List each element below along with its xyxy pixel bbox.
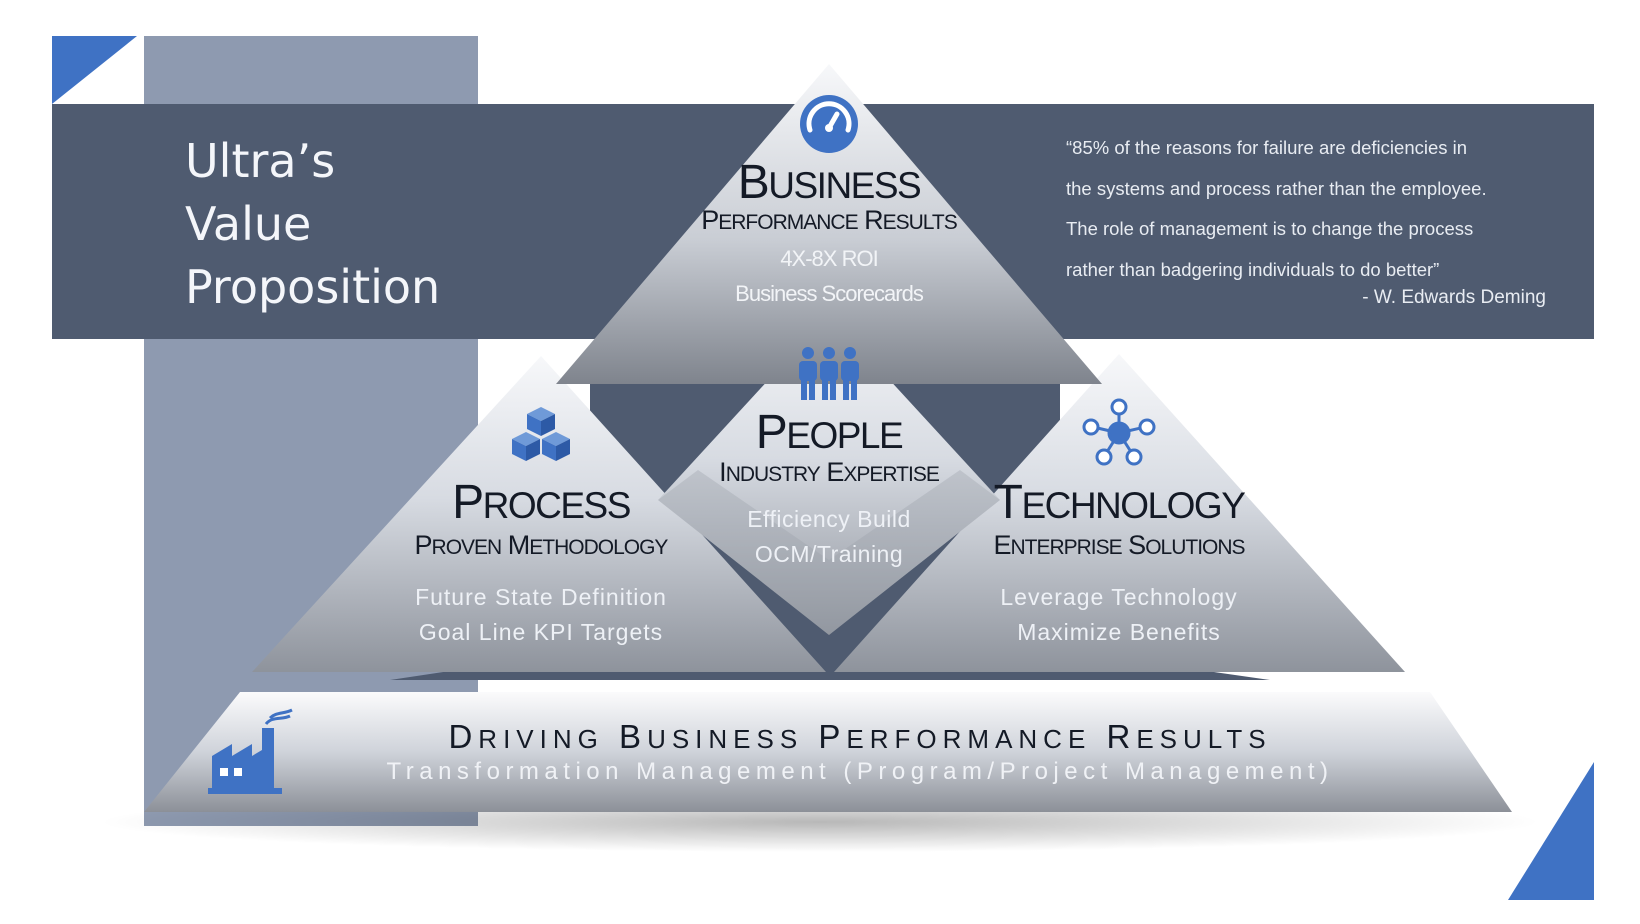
technology-details: Leverage Technology Maximize Benefits: [1000, 584, 1238, 645]
people-triangle: [658, 314, 1000, 635]
technology-subtitle: ENTERPRISE SOLUTIONS: [993, 530, 1245, 560]
quote-line: “85% of the reasons for failure are defi…: [1066, 137, 1468, 158]
gauge-icon: [800, 95, 858, 153]
foundation-title: DRIVING BUSINESS PERFORMANCE RESULTS: [448, 718, 1272, 755]
corner-accent-bottom-right: [1508, 762, 1594, 900]
quote-author: - W. Edwards Deming: [1362, 287, 1546, 308]
quote-line: The role of management is to change the …: [1066, 218, 1474, 239]
foundation-slab: [144, 692, 1512, 812]
business-subtitle: PERFORMANCE RESULTS: [701, 205, 958, 235]
people-icon: [799, 347, 859, 400]
process-subtitle: PROVEN METHODOLOGY: [414, 530, 669, 560]
process-details: Future State Definition Goal Line KPI Ta…: [415, 584, 667, 645]
people-title: PEOPLE: [755, 406, 904, 459]
quote-line: rather than badgering individuals to do …: [1066, 258, 1440, 280]
foundation-subtitle: Transformation Management (Program/Proje…: [386, 758, 1334, 785]
quote-line: the systems and process rather than the …: [1066, 177, 1487, 199]
process-triangle: [252, 356, 826, 672]
cubes-icon: [512, 407, 570, 461]
business-title: BUSINESS: [737, 156, 922, 209]
slide-title: Ultra’s Value Proposition: [185, 130, 440, 319]
process-title: PROCESS: [452, 476, 631, 529]
network-icon: [1082, 398, 1156, 466]
slide-title-line: Value: [185, 197, 312, 251]
corner-accent-top-left: [52, 36, 137, 104]
people-details: Efficiency Build OCM/Training: [747, 506, 911, 567]
slide-title-line: Proposition: [185, 260, 441, 314]
deming-quote: “85% of the reasons for failure are defi…: [1066, 128, 1566, 290]
technology-triangle: [834, 354, 1405, 672]
business-details: 4X-8X ROI Business Scorecards: [735, 246, 924, 306]
technology-title: TECHNOLOGY: [993, 476, 1246, 529]
business-triangle: [556, 64, 1102, 384]
people-subtitle: INDUSTRY EXPERTISE: [719, 457, 940, 487]
slide-title-line: Ultra’s: [185, 134, 336, 188]
factory-icon: [208, 708, 293, 794]
